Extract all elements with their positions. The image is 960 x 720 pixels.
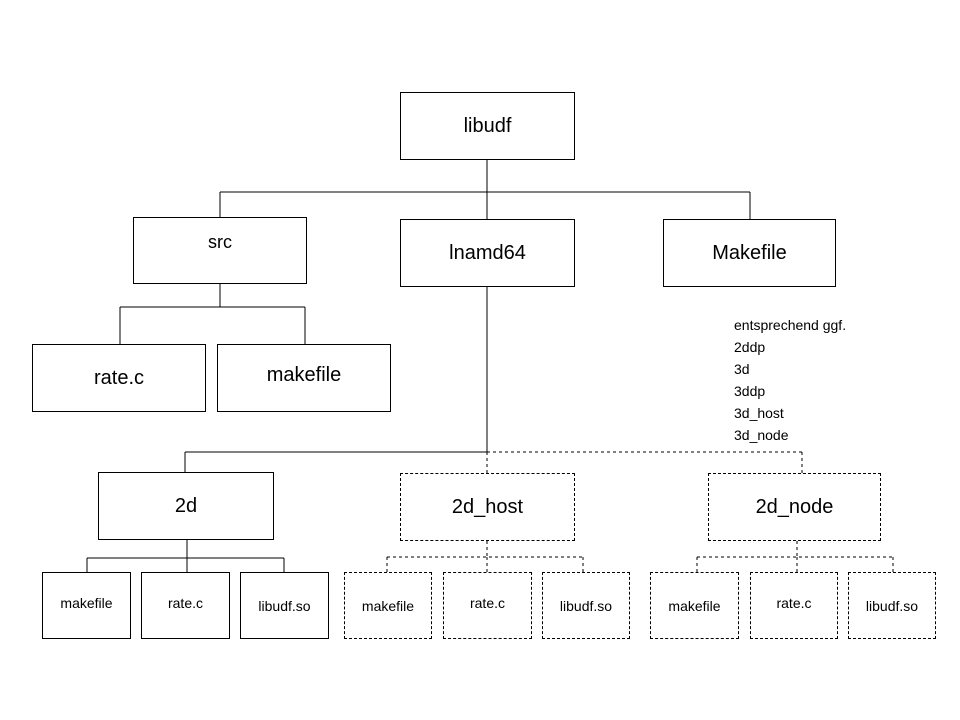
node-2d-libudf-so: libudf.so	[240, 572, 329, 639]
node-2d-node-rate-c: rate.c	[750, 572, 838, 639]
node-label: makefile	[668, 597, 721, 614]
node-label: libudf.so	[559, 597, 613, 614]
node-2d: 2d	[98, 472, 274, 540]
node-label: src	[208, 232, 232, 252]
node-src-makefile: makefile	[217, 344, 391, 412]
node-label: 2d_host	[451, 495, 524, 518]
note-line: 3d	[734, 361, 750, 377]
node-label: libudf.so	[258, 597, 311, 614]
node-libudf: libudf	[400, 92, 575, 160]
node-label: libudf	[463, 114, 512, 137]
node-src-rate-c: rate.c	[32, 344, 206, 412]
node-label: 2d_node	[755, 495, 834, 518]
node-label: makefile	[266, 363, 342, 386]
node-label: libudf.so	[865, 597, 919, 614]
node-label: makefile	[60, 594, 113, 611]
node-2d-host-libudf-so: libudf.so	[542, 572, 630, 639]
node-2d-node-libudf-so: libudf.so	[848, 572, 936, 639]
node-label: rate.c	[93, 366, 145, 389]
node-label: 2d	[174, 494, 198, 517]
node-2d-node-makefile: makefile	[650, 572, 739, 639]
note-line: 3d_node	[734, 427, 789, 443]
note-line: entsprechend ggf.	[734, 317, 847, 333]
node-label: lnamd64	[449, 241, 526, 264]
node-2d-rate-c: rate.c	[141, 572, 230, 639]
node-label: rate.c	[469, 594, 505, 611]
node-label: rate.c	[776, 594, 812, 611]
note-line: 2ddp	[734, 339, 766, 355]
node-label: rate.c	[167, 594, 203, 611]
node-lnamd64: lnamd64	[400, 219, 575, 287]
node-src: src	[133, 217, 307, 284]
node-2d-host-rate-c: rate.c	[443, 572, 532, 639]
note-line: 3d_host	[734, 405, 784, 421]
node-label: Makefile	[712, 241, 787, 264]
node-label: makefile	[361, 597, 415, 614]
node-2d-host-makefile: makefile	[344, 572, 432, 639]
note-line: 3ddp	[734, 383, 766, 399]
node-2d-host: 2d_host	[400, 473, 575, 541]
node-makefile-top: Makefile	[663, 219, 836, 287]
node-2d-node: 2d_node	[708, 473, 881, 541]
node-2d-makefile: makefile	[42, 572, 131, 639]
variants-note: entsprechend ggf. 2ddp 3d 3ddp 3d_host 3…	[734, 314, 846, 446]
